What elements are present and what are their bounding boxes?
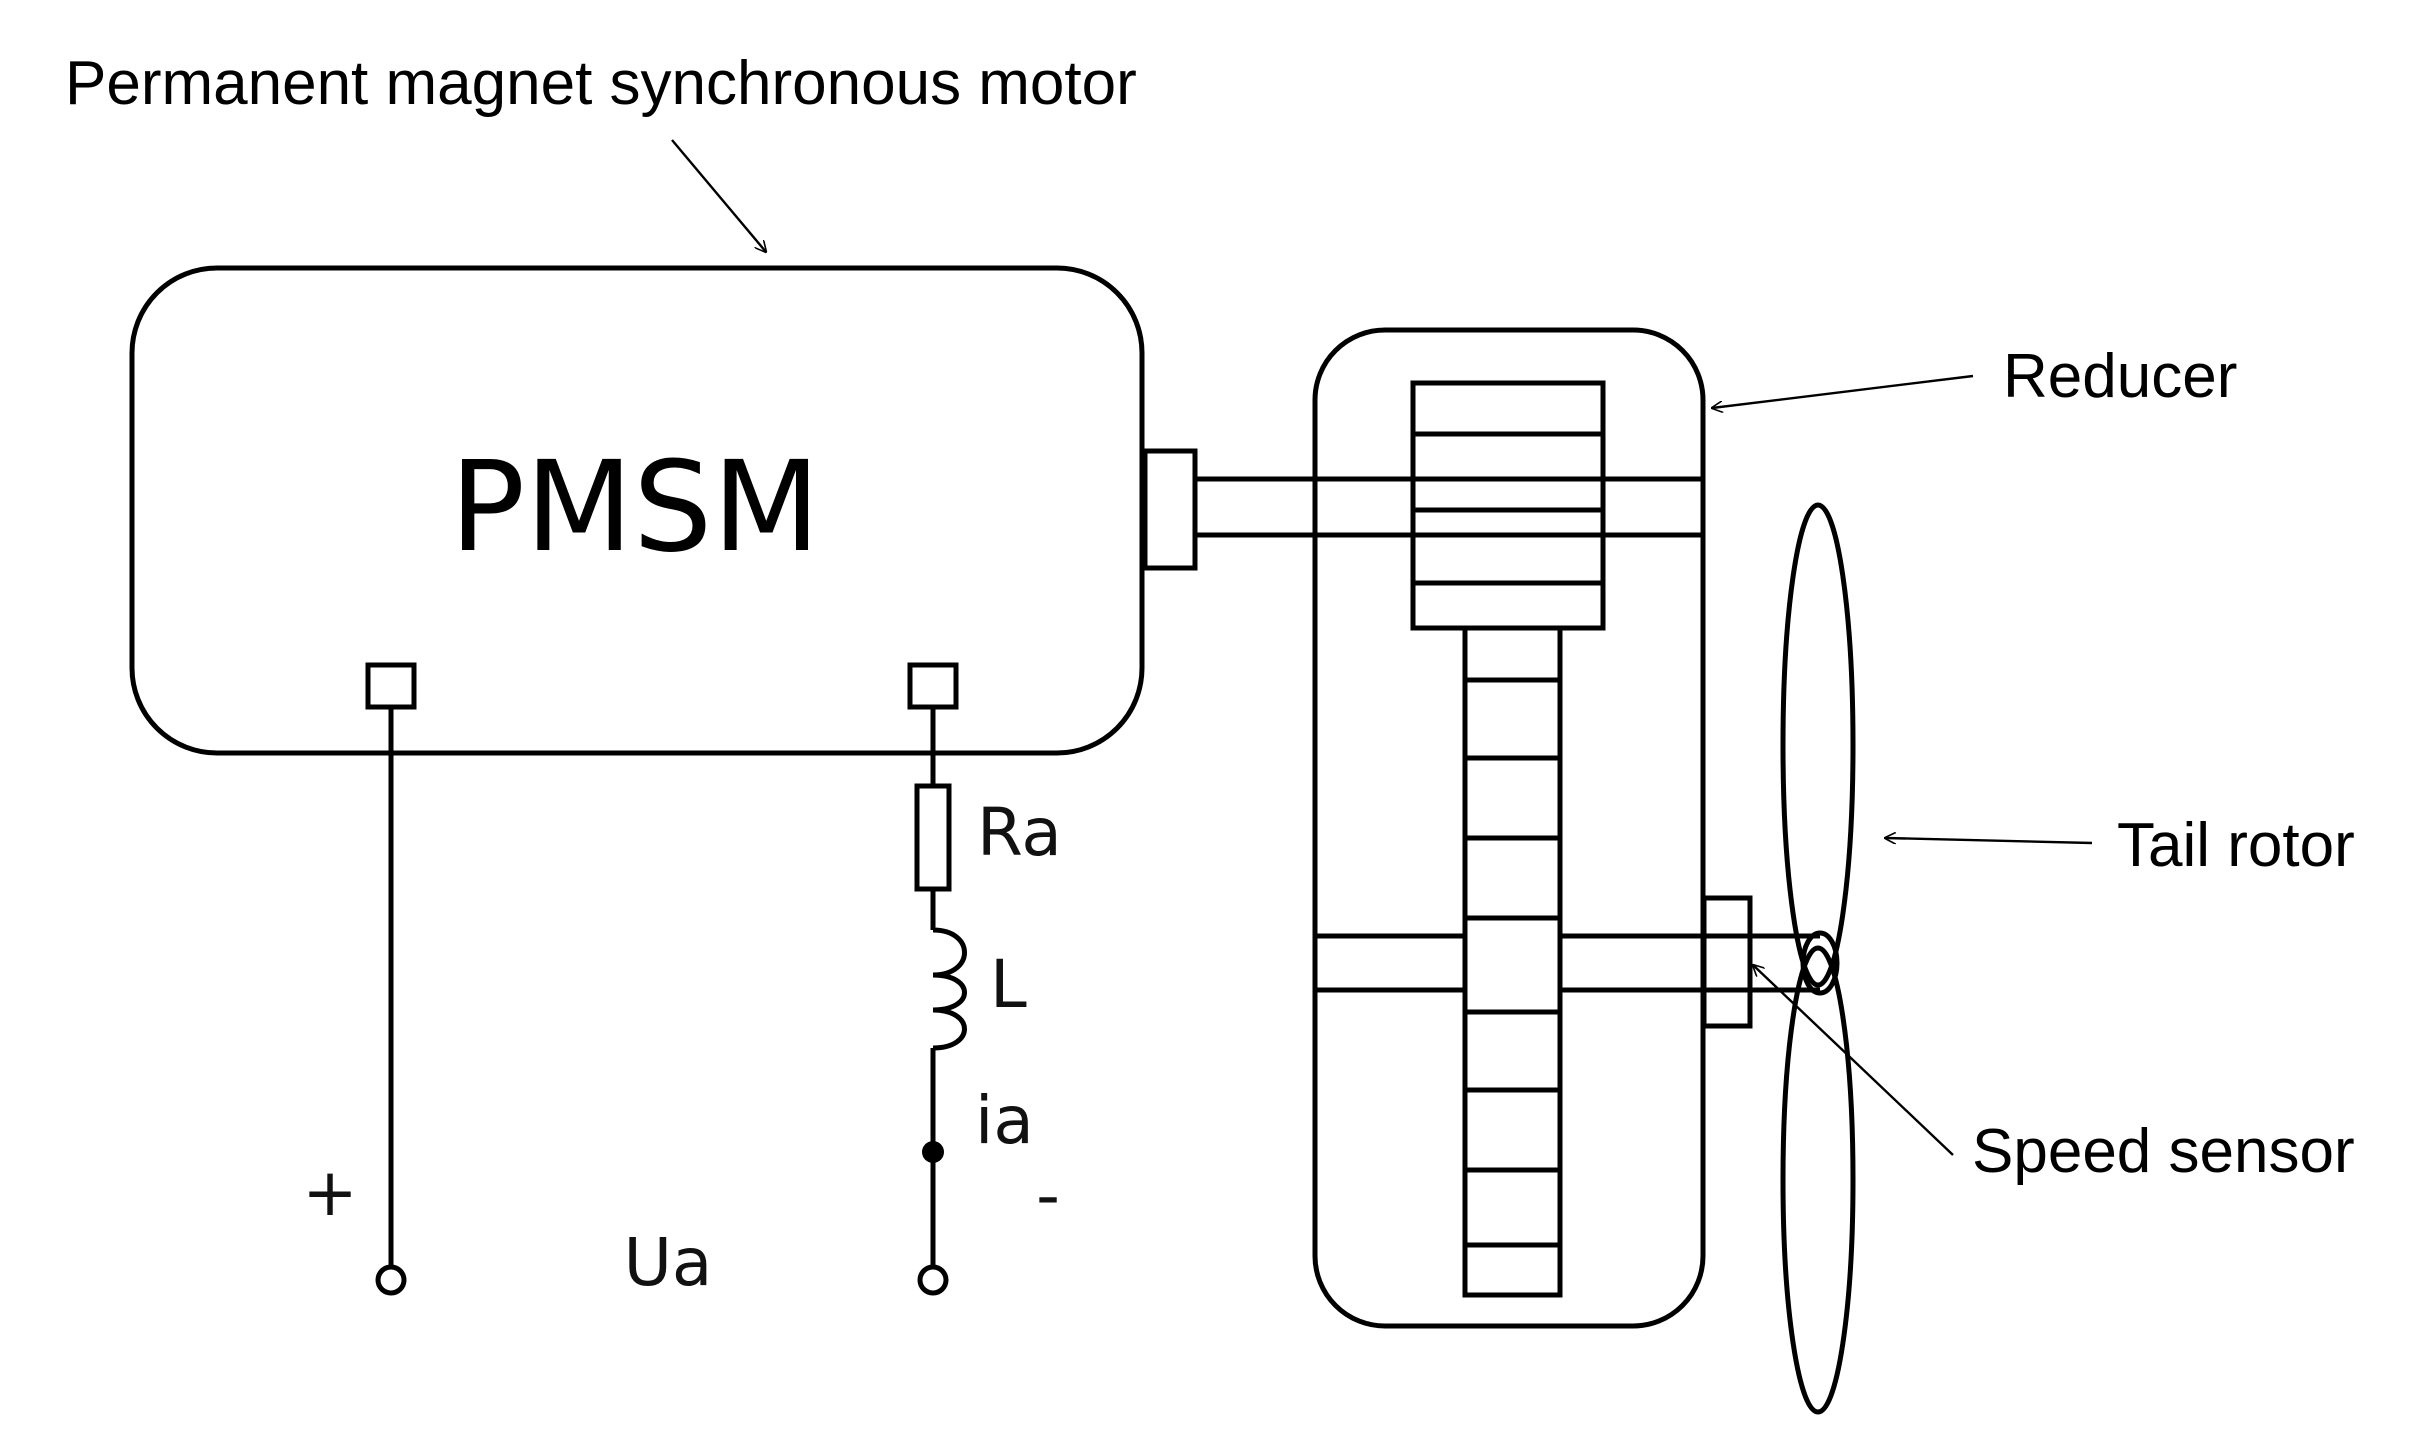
- voltage-label: Ua: [624, 1224, 713, 1301]
- motor-callout-label: Permanent magnet synchronous motor: [65, 49, 1137, 118]
- speed-sensor-callout-arrow: [1753, 965, 1954, 1156]
- motor-label: PMSM: [450, 435, 820, 580]
- motor-terminal-negative: [907, 662, 959, 710]
- current-node: [922, 1141, 944, 1163]
- positive-terminal: [375, 1264, 407, 1296]
- motor-callout-arrow: [671, 139, 766, 252]
- reducer-callout-arrow: [1712, 374, 1974, 408]
- resistor-ra: [914, 783, 952, 892]
- reducer-housing: [1312, 327, 1706, 1329]
- plus-sign: +: [302, 1154, 357, 1231]
- speed-sensor-label: Speed sensor: [1972, 1117, 2355, 1186]
- negative-terminal: [917, 1264, 949, 1296]
- tail-rotor-hub: [1800, 930, 1840, 996]
- inductor-l: [932, 927, 967, 1051]
- inductance-label: L: [990, 946, 1027, 1023]
- input-gear: [1410, 380, 1606, 631]
- tail-rotor-callout-arrow: [1885, 838, 2093, 843]
- motor-housing: [129, 265, 1145, 756]
- motor-terminal-positive: [365, 662, 417, 710]
- output-gear: [1462, 625, 1563, 1298]
- tail-rotor-blade-upper: [1780, 502, 1856, 988]
- tail-rotor-label: Tail rotor: [2117, 811, 2355, 880]
- speed-sensor-body: [1701, 895, 1753, 1029]
- reducer-label: Reducer: [2003, 342, 2237, 411]
- minus-sign: -: [1036, 1157, 1060, 1234]
- tail-rotor-blade-lower: [1780, 945, 1856, 1415]
- motor-shaft-coupling: [1142, 448, 1198, 571]
- current-label: ia: [975, 1082, 1034, 1159]
- resistance-label: Ra: [977, 794, 1062, 871]
